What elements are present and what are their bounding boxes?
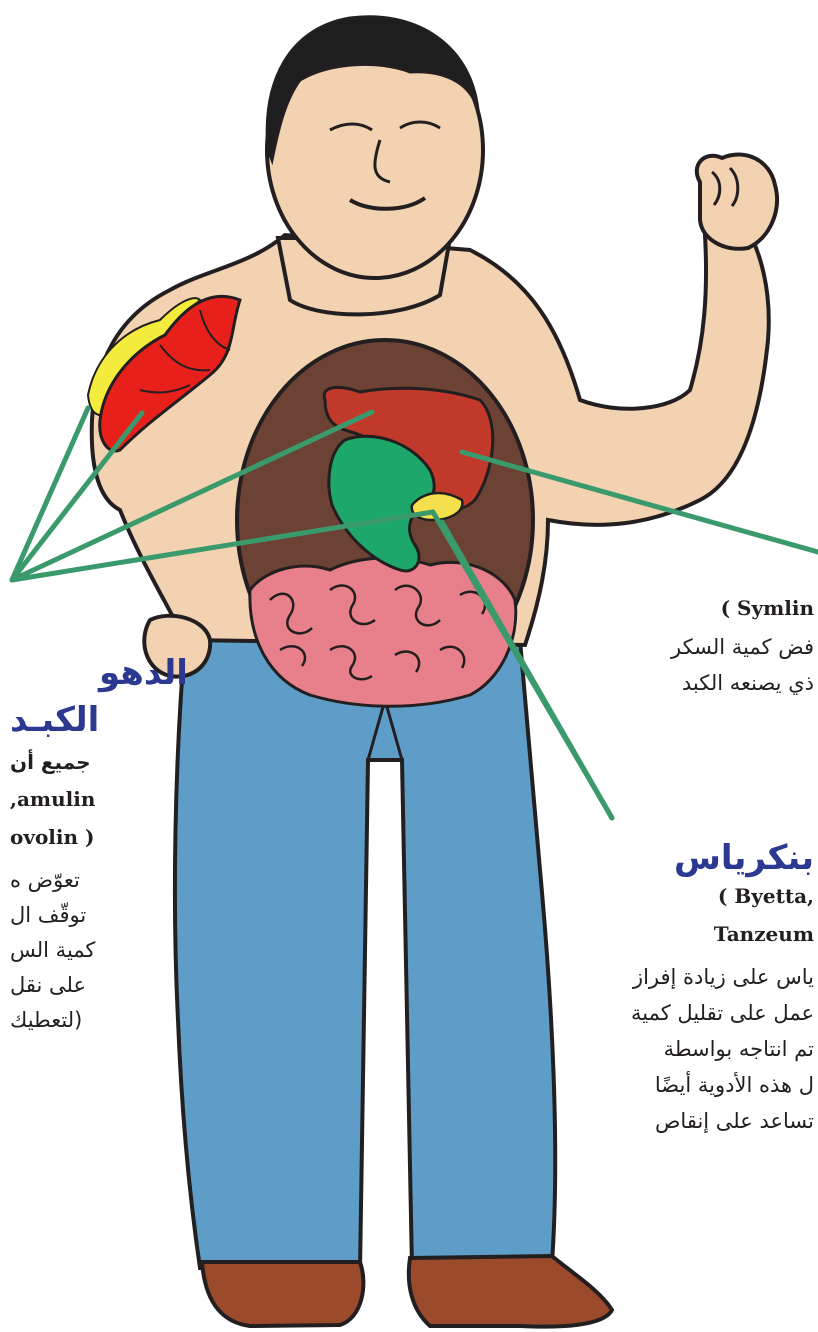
left-names-line1: جميع أن (10, 750, 91, 774)
left-names-line3: ovolin ) (10, 825, 94, 849)
right-bottom-body-line2: عمل على تقليل كمية (631, 998, 814, 1028)
left-body-line5: (لتعطيك (10, 1005, 82, 1035)
left-heading-line1: الدهو (99, 653, 188, 693)
right-bottom-body-line4: ل هذه الأدوية أيضًا (655, 1070, 814, 1100)
right-bottom-heading: بنكرياس (674, 838, 814, 878)
left-body-line1: تعوّض ه (10, 865, 80, 895)
right-bottom-body-line3: تم انتاجه بواسطة (664, 1034, 814, 1064)
left-body-line3: كمية الس (10, 935, 95, 965)
right-bottom-body-line5: تساعد على إنقاص (655, 1106, 814, 1136)
right-top-body-line2: ذي يصنعه الكبد (682, 668, 814, 698)
raised-fist (697, 154, 777, 248)
left-body-line4: على نقل (10, 970, 86, 1000)
shoes (202, 1256, 612, 1327)
right-bottom-names-line2: Tanzeum (714, 922, 814, 946)
left-names-line2: ,amulin (10, 787, 95, 811)
left-body-line2: توقّف ال (10, 900, 86, 930)
right-top-names-line1: ( Symlin (721, 596, 814, 620)
jeans (175, 640, 555, 1270)
right-bottom-names-line1: ( Byetta, (718, 884, 814, 908)
belly-cavity (237, 340, 533, 706)
right-top-body-line1: فض كمية السكر (671, 632, 814, 662)
right-bottom-body-line1: ياس على زيادة إفراز (633, 962, 814, 992)
left-heading-line2: الكبـد (10, 700, 99, 740)
